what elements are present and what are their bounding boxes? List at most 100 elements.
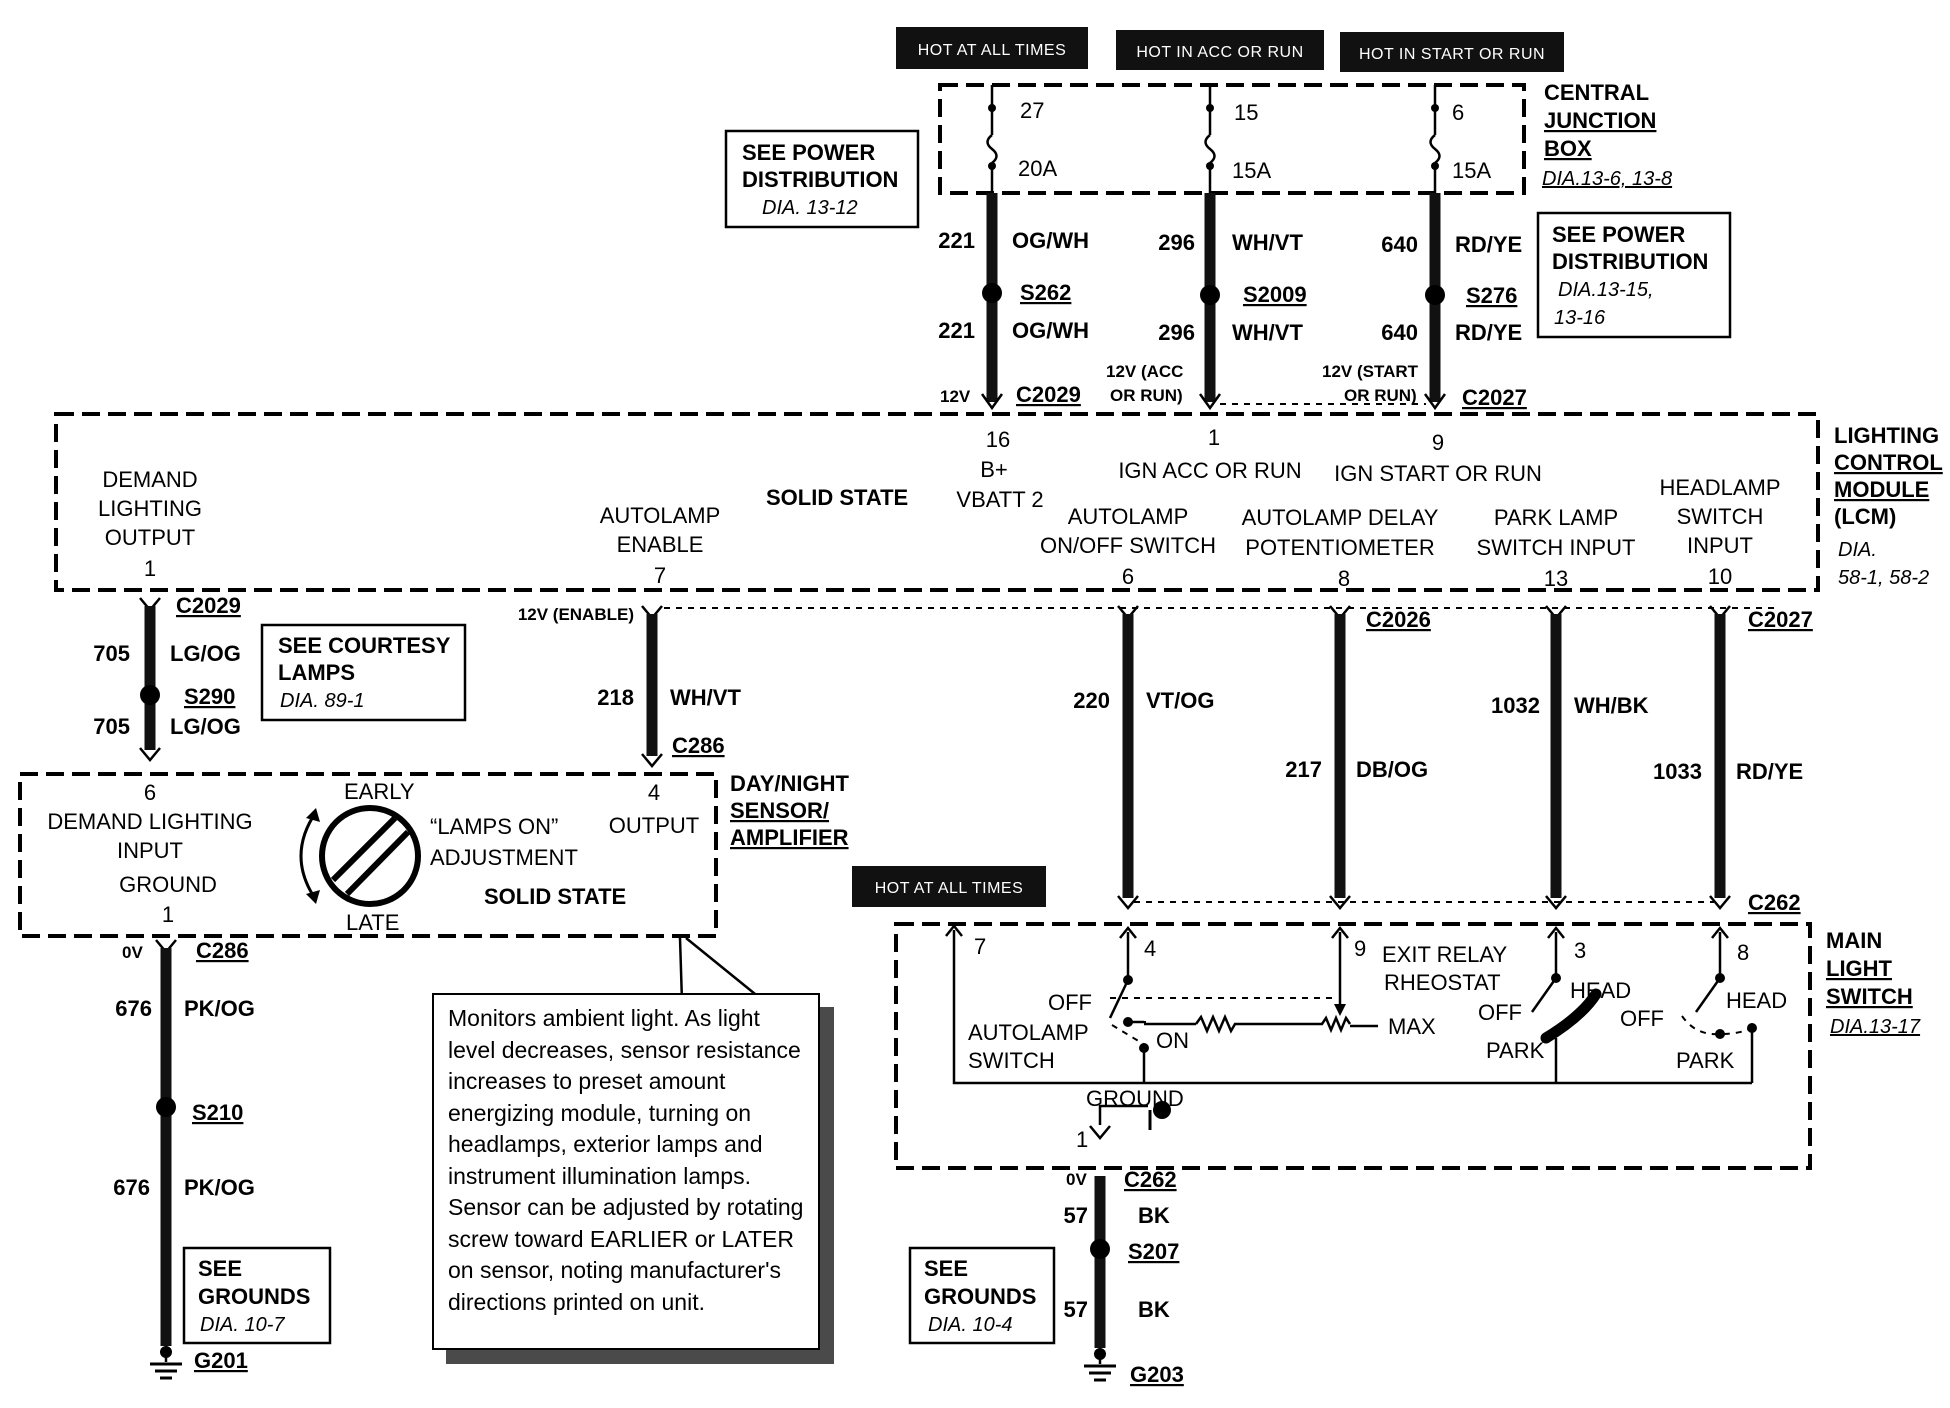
wire-57-number-a: 57 [1064,1203,1088,1228]
connector-c286-top: C286 [672,733,725,758]
fuse-15-amps: 15A [1232,158,1271,183]
lcm-demand-line3: OUTPUT [105,525,195,550]
wire-218-color: WH/VT [670,685,741,710]
wire-221 [980,193,1004,411]
wire-296-color-a: WH/VT [1232,230,1303,255]
see-grounds-left: SEE GROUNDS DIA. 10-7 [182,1246,332,1345]
lcm-dia2: 58-1, 58-2 [1838,567,1929,589]
sensor-pin-6: 6 [144,780,156,805]
central-junction-box-outline [938,83,1526,195]
connector-c262-bottom: C262 [1124,1167,1177,1192]
courtesy-dia: DIA. 89-1 [280,690,364,712]
connector-c262-top: C262 [1748,890,1801,915]
wire-640 [1423,193,1447,411]
fuse-6: 6 15A [1429,85,1491,193]
mls-pin-1: 1 [1076,1127,1088,1152]
connector-c2027-top: C2027 [1462,385,1527,410]
sensor-outline [18,772,718,938]
power-dist-left-line1: SEE POWER [742,140,875,165]
ground-g201-icon [150,1346,182,1380]
wire-221-color-a: OG/WH [1012,228,1089,253]
sensor-demand-line2: INPUT [117,838,183,863]
wire-296-number-b: 296 [1158,320,1195,345]
wire-640-color-b: RD/YE [1455,320,1522,345]
mls-pin-7: 7 [974,934,986,959]
left-grounds-label: GROUNDS [198,1284,310,1309]
mls-off: OFF [1048,990,1092,1015]
lcm-dia1: DIA. [1838,539,1877,561]
courtesy-line2: LAMPS [278,660,355,685]
lcm-demand-line2: LIGHTING [98,496,202,521]
wire-296 [1198,193,1222,411]
wire-220-number: 220 [1073,688,1110,713]
sensor-ground: GROUND [119,872,217,897]
wire-1033-number: 1033 [1653,759,1702,784]
header-hot-start-run-text: HOT IN START OR RUN [1359,46,1545,63]
wire-640-number-b: 640 [1381,320,1418,345]
sensor-lamps-on-line1: “LAMPS ON” [430,814,558,839]
mls-max: MAX [1388,1014,1436,1039]
wire-218-number: 218 [597,685,634,710]
mls-head-switch-head: HEAD [1726,988,1787,1013]
wire-57-color-b: BK [1138,1297,1170,1322]
ground-g203-icon [1084,1348,1116,1382]
lcm-delay-line1: AUTOLAMP DELAY [1242,505,1439,530]
wire-221-number-b: 221 [938,318,975,343]
lcm-pin-9: 9 [1432,430,1444,455]
fuse-6-amps: 15A [1452,158,1491,183]
sensor-title-line1: DAY/NIGHT [730,771,850,796]
see-grounds-right: SEE GROUNDS DIA. 10-4 [908,1246,1056,1345]
connector-c2029-mid: C2029 [176,593,241,618]
lcm-autoen-line2: ENABLE [617,532,704,557]
lcm-label-line2: CONTROL [1834,450,1943,475]
sensor-early: EARLY [344,779,415,804]
left-ground-voltage: 0V [122,943,143,962]
connector-c2026: C2026 [1366,607,1431,632]
mls-pin-3: 3 [1574,938,1586,963]
lcm-delay-pin: 8 [1338,566,1350,591]
wire-705-number-b: 705 [93,714,130,739]
see-power-distribution-left: SEE POWER DISTRIBUTION DIA. 13-12 [724,129,920,229]
mls-head-switch-off: OFF [1620,1006,1664,1031]
mls-park-switch-park: PARK [1486,1038,1545,1063]
fuse-15: 15 15A [1204,85,1271,193]
splice-s207: S207 [1128,1239,1179,1264]
wire-221-number-a: 221 [938,228,975,253]
wire-676-number-a: 676 [115,996,152,1021]
mls-switch: SWITCH [968,1048,1055,1073]
wire-221-color-b: OG/WH [1012,318,1089,343]
mls-autolamp: AUTOLAMP [968,1020,1089,1045]
sensor-pin-1: 1 [162,902,174,927]
voltage-acc-run-a: 12V (ACC [1106,362,1183,381]
splice-s276: S276 [1466,283,1517,308]
sensor-description-text: Monitors ambient light. As light level d… [448,1005,804,1315]
power-dist-right-dia2: 13-16 [1554,307,1606,329]
voltage-enable: 12V (ENABLE) [518,605,634,624]
sensor-title-line2: SENSOR/ [730,798,829,823]
wire-676-color-b: PK/OG [184,1175,255,1200]
lcm-solid-state: SOLID STATE [766,485,908,510]
wire-217-number: 217 [1285,757,1322,782]
mls-pin-9: 9 [1354,936,1366,961]
lcm-label-line3: MODULE [1834,477,1929,502]
power-dist-right-line1: SEE POWER [1552,222,1685,247]
ground-g203: G203 [1130,1362,1184,1387]
lcm-head-line1: HEADLAMP [1659,475,1780,500]
lcm-pin-16: 16 [986,427,1010,452]
mls-label-line2: LIGHT [1826,956,1893,981]
lcm-delay-line2: POTENTIOMETER [1245,535,1434,560]
header-hot-at-all-times-switch: HOT AT ALL TIMES [852,866,1046,907]
wire-705-number-a: 705 [93,641,130,666]
voltage-12v: 12V [940,387,971,406]
lcm-head-line2: SWITCH [1677,504,1764,529]
power-dist-left-line2: DISTRIBUTION [742,167,898,192]
header-hot-at-all-times: HOT AT ALL TIMES [896,27,1088,69]
sensor-description-note: Monitors ambient light. As light level d… [432,993,820,1350]
lcm-demand-pin: 1 [144,556,156,581]
ground-g201: G201 [194,1348,248,1373]
splice-s210: S210 [192,1100,243,1125]
wire-1032-number: 1032 [1491,693,1540,718]
see-power-distribution-right: SEE POWER DISTRIBUTION DIA.13-15, 13-16 [1536,211,1732,339]
mls-label-line3: SWITCH [1826,984,1913,1009]
